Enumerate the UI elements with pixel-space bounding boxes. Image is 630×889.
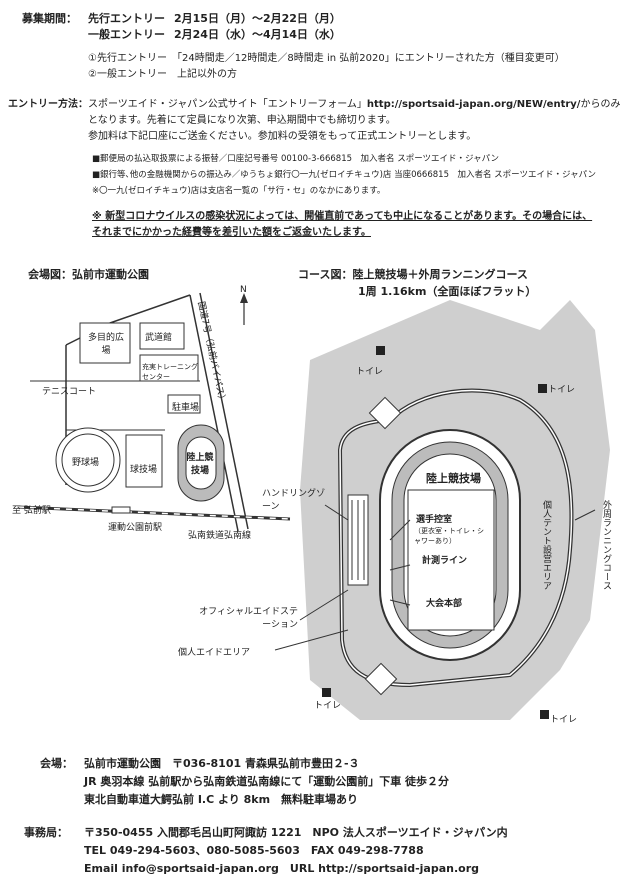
general-entry-label: 一般エントリー: [88, 28, 165, 41]
toilet-marker: [376, 346, 385, 355]
to-station-label: 至 弘前駅: [12, 506, 51, 516]
multi-purpose-field: [79, 322, 131, 364]
venue-line-3: 東北自動車道大鰐弘前 I.C より 8km 無料駐車場あり: [84, 793, 359, 806]
timing-line-label: 計測ライン: [422, 556, 468, 566]
office-line-1: 〒350-0455 入間郡毛呂山町阿諏訪 1221 NPO 法人スポーツエイド・…: [84, 826, 508, 839]
parking-lot: [167, 394, 201, 414]
north-label: N: [240, 285, 247, 295]
budokan-label: 武道館: [145, 333, 173, 343]
toilet-marker: [540, 710, 549, 719]
entry-line-1: スポーツエイド・ジャパン公式サイト「エントリーフォーム」http://sport…: [88, 99, 621, 110]
toilet-label-1: トイレ: [356, 367, 384, 377]
office-line-3: Email info@sportsaid-japan.org URL http:…: [84, 862, 480, 875]
entry-line-2: となります。先着にて定員になり次第、申込期間中でも締切ります。: [88, 115, 396, 126]
entry-url-link[interactable]: http://sportsaid-japan.org/NEW/entry/: [366, 99, 581, 110]
ball-game-field: [125, 434, 163, 488]
athlete-room-label: 選手控室: [416, 515, 453, 525]
entry-line-3: 参加料は下記口座にご送金ください。参加料の受領をもって正式エントリーとします。: [88, 131, 477, 142]
parking-label: 駐車場: [172, 403, 200, 413]
baseball-field: [55, 427, 121, 493]
bank-info-1: ■郵便局の払込取扱票による振替／口座記号番号 00100-3-666815 加入…: [92, 154, 500, 164]
handling-zone-label: ハンドリングゾーン: [262, 489, 326, 512]
toilet-label-4: トイレ: [550, 715, 578, 725]
venue-line-2: JR 奥羽本線 弘前駅から弘南鉄道弘南線にて「運動公園前」下車 徒歩２分: [84, 775, 450, 788]
training-center-building: [139, 354, 199, 382]
toilet-marker: [322, 688, 331, 697]
bank-info-2: ■銀行等､他の金融機関からの振込み／ゆうちょ銀行〇一九(ゼロイチキュウ)店 当座…: [92, 170, 597, 180]
bank-info-3: ※〇一九(ゼロイチキュウ)店は支店名一覧の「サ行・セ」のなかにあります。: [92, 186, 386, 196]
station-label: 運動公園前駅: [108, 523, 163, 533]
multi-purpose-label: 多目的広場: [88, 333, 125, 356]
course-map-subtitle: 1周 1.16km（全面ほぼフラット）: [358, 285, 537, 298]
toilet-label-2: トイレ: [548, 385, 576, 395]
tennis-court-label: テニスコート: [42, 387, 97, 397]
course-map: [274, 300, 610, 720]
personal-aid-label: 個人エイドエリア: [178, 648, 251, 658]
tent-area-label: 個人テント設営エリア: [541, 500, 551, 590]
covid-warning-1: ※ 新型コロナウイルスの感染状況によっては、開催直前であっても中止になることがあ…: [92, 211, 593, 222]
period-label: 募集期間：: [22, 12, 77, 25]
pre-entry-dates: 2月15日（月）～2月22日（月）: [174, 12, 341, 25]
course-map-title: コース図：陸上競技場＋外周ランニングコース: [298, 268, 528, 281]
pre-entry-label: 先行エントリー: [88, 12, 165, 25]
ball-field-label: 球技場: [130, 465, 158, 475]
general-entry-dates: 2月24日（水）～4月14日（水）: [174, 28, 341, 41]
toilet-label-3: トイレ: [314, 701, 342, 711]
period-note-1: ①先行エントリー 「24時間走／12時間走／8時間走 in 弘前2020」にエン…: [88, 53, 565, 64]
athlete-room-note: （更衣室・トイレ・シャワーあり）: [414, 527, 484, 545]
venue-map: [17, 292, 291, 532]
office-line-2: TEL 049-294-5603、080-5085-5603 FAX 049-2…: [84, 844, 424, 857]
outer-course-label: 外周ランニングコース: [601, 500, 611, 590]
railway-label: 弘南鉄道弘南線: [188, 531, 252, 541]
course-stadium-label: 陸上競技場: [426, 472, 481, 485]
toilet-marker: [538, 384, 547, 393]
training-label: 充実トレーニングセンター: [142, 363, 198, 381]
covid-warning-2: それまでにかかった経費等を差引いた額をご返金いたします。: [92, 227, 371, 238]
period-note-2: ②一般エントリー 上記以外の方: [88, 69, 237, 80]
venue-line-1: 弘前市運動公園 〒036-8101 青森県弘前市豊田２-３: [84, 757, 360, 770]
entry-label: エントリー方法：: [8, 99, 88, 110]
hq-label: 大会本部: [426, 599, 463, 609]
baseball-label: 野球場: [72, 458, 100, 468]
budokan-building: [139, 322, 185, 350]
office-label: 事務局：: [24, 826, 68, 839]
official-aid-label: オフィシャルエイドステーション: [199, 607, 298, 630]
venue-label: 会場：: [40, 757, 73, 770]
stadium-label: 陸上競技場: [186, 453, 214, 476]
venue-map-title: 会場図：弘前市運動公園: [28, 268, 149, 281]
